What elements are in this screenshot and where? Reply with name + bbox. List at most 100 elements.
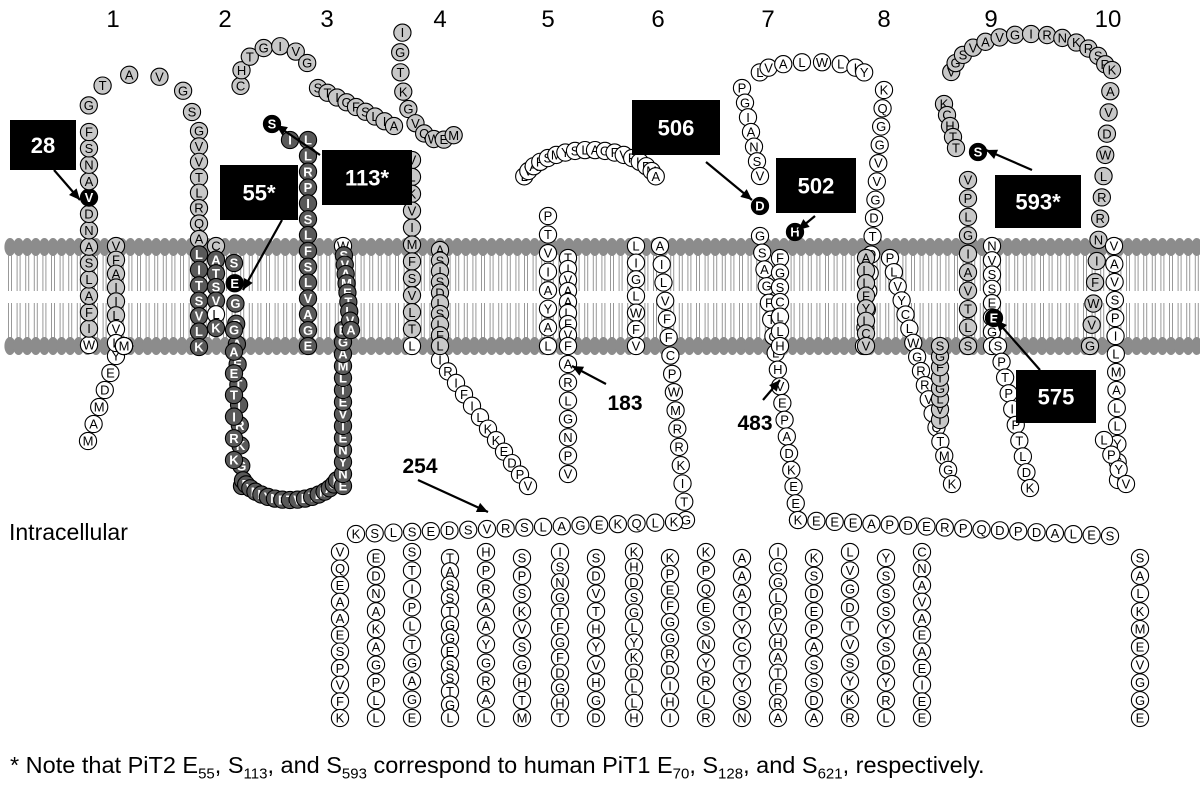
svg-text:I: I [470,398,474,413]
residue: K [366,619,386,639]
svg-text:N: N [371,586,380,601]
svg-text:A: A [760,262,769,277]
residue: L [624,693,644,713]
svg-text:R: R [1042,28,1051,43]
residue: P [696,561,716,580]
lipid-head-top [1079,238,1091,256]
callout-label: 254 [402,455,437,478]
svg-text:Y: Y [846,674,855,689]
lipid-head-top [1148,238,1160,256]
svg-text:V: V [408,153,417,168]
residue: V [189,137,209,156]
svg-text:E: E [789,479,798,494]
svg-text:V: V [756,169,765,184]
residue: S [79,253,99,273]
svg-text:S: S [1111,293,1120,308]
residue: K [1020,478,1040,498]
svg-text:L: L [408,339,415,354]
svg-text:T: T [738,657,746,672]
tm-number: 10 [1095,6,1122,33]
residue: S [298,210,318,229]
svg-text:A: A [651,169,660,184]
residue: A [476,690,496,709]
residue: D [624,663,644,682]
residue: P [402,598,422,617]
residue: S [988,336,1008,356]
residue: R [1092,188,1111,207]
residue: I [393,23,412,42]
residue: S [182,102,202,122]
residue: V [189,152,209,172]
residue: I [189,260,209,280]
lipid-head-bottom [529,337,541,355]
lipid-head-top [1174,238,1186,256]
residue: W [812,53,832,72]
svg-text:P: P [959,521,968,536]
lipid-head-top [253,238,265,256]
residue: V [912,592,932,611]
svg-text:A: A [981,34,990,49]
svg-text:S: S [212,280,221,295]
svg-text:A: A [112,266,121,281]
svg-text:A: A [303,307,313,322]
svg-text:A: A [564,357,573,372]
residue: R [935,518,954,537]
residue: Y [732,619,752,639]
svg-text:D: D [507,456,516,471]
residue: P [660,564,680,584]
svg-text:G: G [303,323,313,338]
residue: L [770,307,790,326]
residue: A [912,576,932,595]
residue: A [538,281,558,300]
lipid-head-top [907,238,919,256]
lipid-head-top [580,238,592,256]
svg-text:E: E [922,519,931,534]
svg-text:K: K [948,477,957,492]
svg-text:A: A [336,611,345,626]
residue: A [912,642,932,661]
svg-text:H: H [773,362,782,377]
residue: Q [696,579,716,599]
residue: F [402,252,422,271]
svg-text:S: S [882,568,891,583]
residue: P [804,619,824,639]
residue: N [1089,230,1108,249]
svg-text:V: V [112,322,121,337]
residue: S [189,291,209,310]
svg-text:Y: Y [738,675,747,690]
svg-text:Q: Q [701,581,711,596]
residue: G [871,117,891,136]
lipid-head-top [47,238,59,256]
residue: S [1105,290,1125,310]
svg-text:S: S [230,256,239,271]
svg-text:R: R [194,201,203,216]
svg-text:G: G [1085,339,1095,354]
residue: V [1099,103,1118,122]
residue: S [79,139,99,158]
residue: L [384,523,403,542]
residue: A [1130,566,1150,585]
residue: A [768,708,788,728]
svg-text:A: A [482,692,491,707]
svg-text:D: D [784,446,793,461]
residue: A [341,320,361,340]
residue: M [114,336,134,356]
residue: Y [840,671,860,691]
residue: L [1064,524,1083,544]
svg-text:A: A [346,323,356,338]
svg-text:T: T [195,278,203,293]
lipid-head-bottom [589,337,601,355]
lipid-head-top [1036,238,1048,256]
residue: T [675,492,694,511]
residue: L [1106,344,1125,364]
lipid-head-top [460,238,472,256]
residue: Y [1109,460,1128,479]
svg-text:A: A [482,618,491,633]
residue: Q [189,214,209,233]
residue: L [1013,447,1033,466]
residue: M [90,397,109,417]
svg-text:S: S [810,568,819,583]
residue: V [189,306,209,326]
lipid-head-bottom [752,337,764,355]
arrowhead [798,219,810,230]
